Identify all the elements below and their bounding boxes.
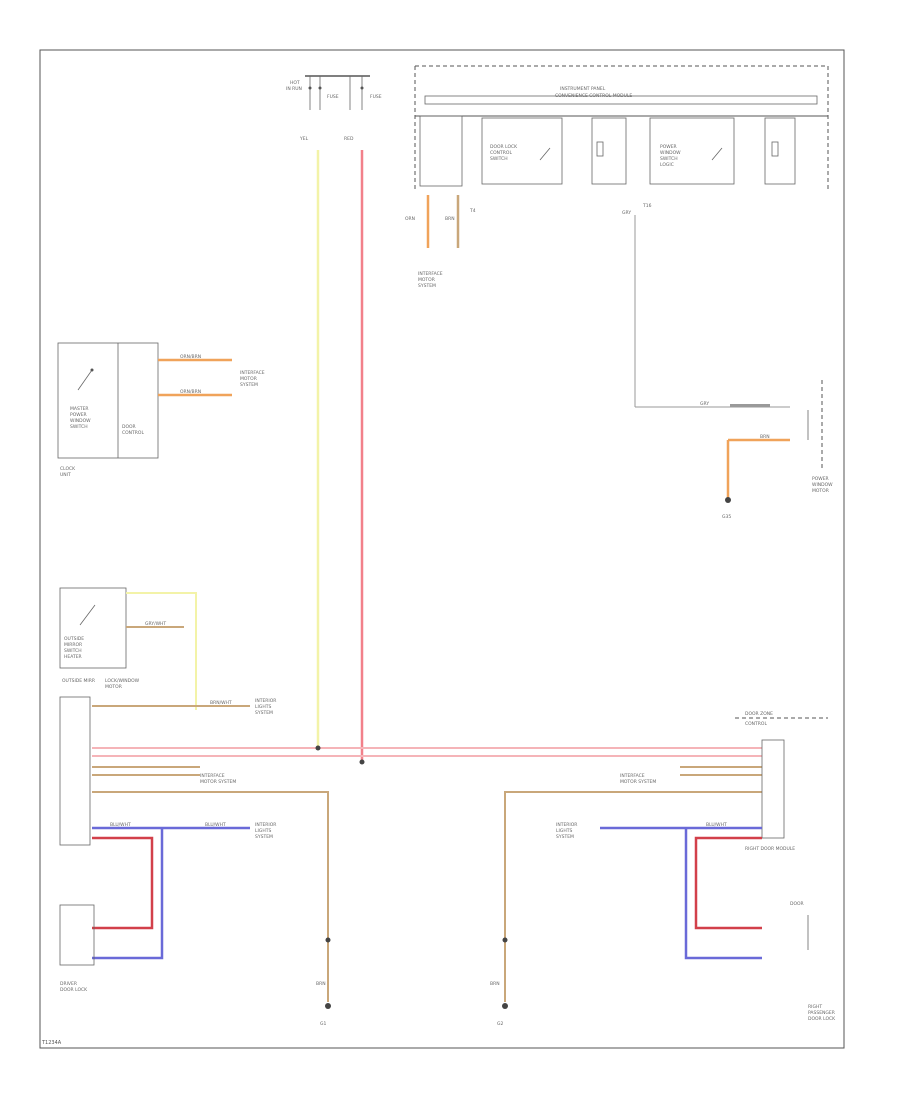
svg-text:HEATER: HEATER bbox=[64, 654, 82, 660]
svg-text:G2: G2 bbox=[497, 1021, 503, 1027]
diagram-frame bbox=[39, 49, 845, 1049]
right-door-module bbox=[761, 739, 785, 839]
svg-text:SYSTEM: SYSTEM bbox=[556, 834, 574, 840]
svg-text:LIGHTS: LIGHTS bbox=[255, 828, 271, 834]
svg-text:BLU/WHT: BLU/WHT bbox=[110, 822, 131, 828]
svg-text:BRN: BRN bbox=[760, 434, 770, 440]
svg-text:SYSTEM: SYSTEM bbox=[255, 710, 273, 716]
svg-text:MASTER: MASTER bbox=[70, 406, 89, 412]
svg-text:SWITCH: SWITCH bbox=[660, 156, 678, 162]
svg-text:MOTOR: MOTOR bbox=[105, 684, 122, 690]
svg-text:CONTROL: CONTROL bbox=[490, 150, 512, 156]
svg-text:SWITCH: SWITCH bbox=[64, 648, 82, 654]
svg-text:SYSTEM: SYSTEM bbox=[255, 834, 273, 840]
mirror-switch: OUTSIDE MIRROR SWITCH HEATER OUTSIDE MIR… bbox=[59, 587, 127, 684]
svg-text:RED: RED bbox=[344, 136, 354, 142]
svg-text:CLOCK: CLOCK bbox=[60, 466, 76, 472]
wire-orange-ground-right bbox=[726, 438, 790, 498]
svg-text:G35: G35 bbox=[722, 514, 731, 520]
svg-text:GRY/WHT: GRY/WHT bbox=[145, 621, 166, 627]
svg-text:OUTSIDE MIRR: OUTSIDE MIRR bbox=[62, 678, 95, 684]
svg-text:LIGHTS: LIGHTS bbox=[556, 828, 572, 834]
svg-text:FUSE: FUSE bbox=[327, 94, 339, 100]
wire-blue-left bbox=[92, 826, 250, 960]
svg-text:DOOR: DOOR bbox=[790, 901, 804, 907]
wire-darkred-right bbox=[694, 836, 762, 930]
svg-text:CONTROL: CONTROL bbox=[745, 721, 767, 727]
svg-text:MOTOR SYSTEM: MOTOR SYSTEM bbox=[620, 779, 656, 785]
svg-text:GRY: GRY bbox=[622, 210, 631, 216]
svg-text:LIGHTS: LIGHTS bbox=[255, 704, 271, 710]
svg-text:MOTOR SYSTEM: MOTOR SYSTEM bbox=[200, 779, 236, 785]
svg-text:DOOR LOCK: DOOR LOCK bbox=[60, 987, 88, 993]
svg-text:RIGHT DOOR MODULE: RIGHT DOOR MODULE bbox=[745, 846, 795, 852]
svg-text:HOT: HOT bbox=[290, 80, 300, 86]
left-control-switch: MASTER POWER WINDOW SWITCH DOOR CONTROL … bbox=[57, 342, 159, 478]
svg-text:MOTOR: MOTOR bbox=[418, 277, 435, 283]
svg-text:INTERFACE: INTERFACE bbox=[200, 773, 225, 779]
footer-code: T1234A bbox=[41, 1040, 62, 1046]
wire-ground-left bbox=[92, 791, 329, 1002]
svg-text:SYSTEM: SYSTEM bbox=[240, 382, 258, 388]
left-door-lock-motor bbox=[59, 904, 95, 966]
svg-text:INSTRUMENT PANEL: INSTRUMENT PANEL bbox=[560, 86, 606, 92]
svg-text:SYSTEM: SYSTEM bbox=[418, 283, 436, 289]
svg-text:DOOR LOCK: DOOR LOCK bbox=[490, 144, 518, 150]
svg-text:BRN: BRN bbox=[490, 981, 500, 987]
svg-text:FUSE: FUSE bbox=[370, 94, 382, 100]
svg-text:DOOR ZONE: DOOR ZONE bbox=[745, 711, 773, 717]
wire-blue-right bbox=[600, 826, 762, 960]
svg-text:POWER: POWER bbox=[812, 476, 829, 482]
svg-text:GRY: GRY bbox=[700, 401, 709, 407]
svg-text:BRN: BRN bbox=[445, 216, 455, 222]
svg-text:T16: T16 bbox=[642, 203, 652, 209]
svg-text:IN RUN: IN RUN bbox=[286, 86, 302, 92]
svg-text:WINDOW: WINDOW bbox=[812, 482, 833, 488]
svg-text:ORN: ORN bbox=[405, 216, 415, 222]
wire-ground-right bbox=[504, 791, 762, 1002]
svg-text:MOTOR: MOTOR bbox=[240, 376, 257, 382]
svg-text:INTERIOR: INTERIOR bbox=[556, 822, 577, 828]
svg-text:T4: T4 bbox=[469, 208, 476, 214]
svg-text:PASSENGER: PASSENGER bbox=[808, 1010, 835, 1016]
svg-text:YEL: YEL bbox=[299, 136, 309, 142]
wire-yellow-mirror bbox=[126, 592, 197, 710]
svg-text:BRN: BRN bbox=[316, 981, 326, 987]
svg-text:BRN/WHT: BRN/WHT bbox=[210, 700, 232, 706]
svg-text:ORN/BRN: ORN/BRN bbox=[180, 354, 201, 360]
svg-text:POWER: POWER bbox=[660, 144, 677, 150]
body-control-module: INSTRUMENT PANEL CONVENIENCE CONTROL MOD… bbox=[414, 65, 829, 190]
svg-text:MOTOR: MOTOR bbox=[812, 488, 829, 494]
svg-text:RIGHT: RIGHT bbox=[808, 1004, 822, 1010]
wire-darkred-left bbox=[92, 836, 154, 930]
svg-text:LOGIC: LOGIC bbox=[660, 162, 674, 168]
top-fuse-connector: HOT IN RUN FUSE FUSE YEL RED bbox=[286, 75, 382, 142]
svg-text:G1: G1 bbox=[320, 1021, 326, 1027]
svg-text:LOCK/WINDOW: LOCK/WINDOW bbox=[105, 678, 140, 684]
svg-text:DOOR: DOOR bbox=[122, 424, 136, 430]
svg-text:SWITCH: SWITCH bbox=[70, 424, 88, 430]
svg-text:WINDOW: WINDOW bbox=[660, 150, 681, 156]
svg-text:CONTROL: CONTROL bbox=[122, 430, 144, 436]
svg-text:OUTSIDE: OUTSIDE bbox=[64, 636, 84, 642]
svg-text:DOOR LOCK: DOOR LOCK bbox=[808, 1016, 836, 1022]
svg-text:ORN/BRN: ORN/BRN bbox=[180, 389, 201, 395]
svg-text:SWITCH: SWITCH bbox=[490, 156, 508, 162]
svg-text:POWER: POWER bbox=[70, 412, 87, 418]
svg-text:BLU/WHT: BLU/WHT bbox=[205, 822, 226, 828]
svg-text:BLU/WHT: BLU/WHT bbox=[706, 822, 727, 828]
svg-text:DRIVER: DRIVER bbox=[60, 981, 77, 987]
svg-text:INTERIOR: INTERIOR bbox=[255, 698, 276, 704]
svg-text:WINDOW: WINDOW bbox=[70, 418, 91, 424]
svg-text:MIRROR: MIRROR bbox=[64, 642, 82, 648]
svg-text:CONVENIENCE CONTROL MODULE: CONVENIENCE CONTROL MODULE bbox=[555, 93, 632, 99]
svg-text:UNIT: UNIT bbox=[60, 472, 71, 478]
svg-text:INTERFACE: INTERFACE bbox=[240, 370, 265, 376]
svg-text:INTERFACE: INTERFACE bbox=[620, 773, 645, 779]
svg-text:INTERIOR: INTERIOR bbox=[255, 822, 276, 828]
svg-text:INTERFACE: INTERFACE bbox=[418, 271, 443, 277]
left-door-module bbox=[59, 696, 91, 846]
